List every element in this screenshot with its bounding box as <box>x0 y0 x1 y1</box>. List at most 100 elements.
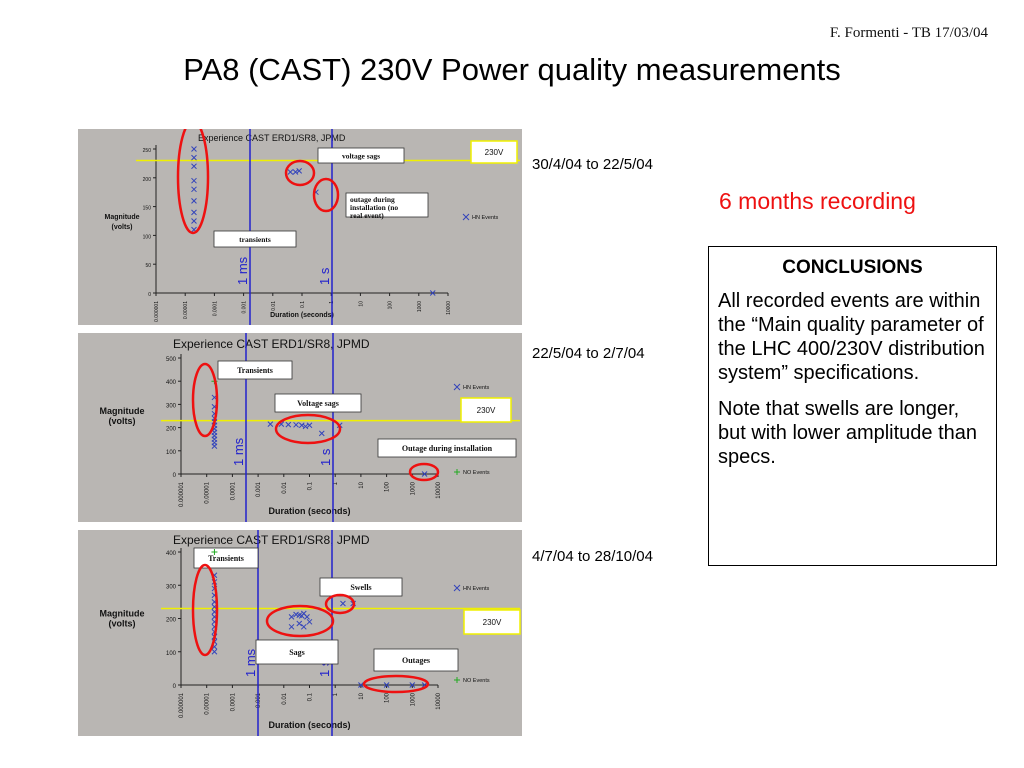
y-tick-label: 0 <box>148 292 151 298</box>
x-axis-label: Duration (seconds) <box>268 506 350 516</box>
event-label-box <box>193 547 259 569</box>
event-label-box <box>317 147 405 164</box>
reference-label: 230V <box>483 618 502 627</box>
x-tick-label: 0.000001 <box>179 481 185 507</box>
data-point <box>287 169 294 175</box>
event-label: real event) <box>350 211 384 220</box>
conclusions-paragraph-1: All recorded events are within the “Main… <box>718 290 985 384</box>
event-label-box <box>274 393 362 413</box>
y-axis-label: Magnitude <box>105 214 140 221</box>
event-label: Outages <box>402 656 430 665</box>
event-label-box <box>213 230 297 248</box>
marker-label-1s: 1 s <box>317 267 332 285</box>
data-point <box>191 186 197 193</box>
reference-label: 230V <box>485 148 504 157</box>
highlight-ellipse <box>191 563 219 657</box>
event-label-box <box>345 192 429 218</box>
y-tick-label: 200 <box>166 618 177 624</box>
data-point <box>302 423 309 430</box>
event-label: Transients <box>237 366 273 375</box>
data-point <box>293 421 299 428</box>
x-tick-label: 10000 <box>446 301 452 315</box>
x-tick-label: 0.1 <box>300 301 306 308</box>
x-tick-label: 1000 <box>417 301 423 312</box>
reference-label-box <box>463 609 521 635</box>
data-point <box>304 613 310 620</box>
event-label-box <box>377 438 517 458</box>
page-title: PA8 (CAST) 230V Power quality measuremen… <box>183 52 841 87</box>
data-point <box>429 290 436 296</box>
chart-title: Experience CAST ERD1/SR8, JPMD <box>173 337 370 351</box>
event-label: installation (no <box>350 203 398 212</box>
highlight-ellipse <box>284 159 316 187</box>
x-tick-label: 0.001 <box>242 301 248 314</box>
legend-label: NO Events <box>463 470 490 476</box>
data-point <box>191 146 197 152</box>
x-tick-label: 10000 <box>436 692 442 709</box>
x-tick-label: 0.0001 <box>212 301 218 317</box>
y-axis-label-unit: (volts) <box>109 619 136 629</box>
data-point <box>288 623 295 630</box>
event-label: Sags <box>289 648 305 657</box>
data-point <box>285 421 292 428</box>
y-tick-label: 0 <box>173 684 177 690</box>
data-point <box>306 422 313 429</box>
y-axis-label: Magnitude <box>100 609 145 619</box>
legend-marker <box>453 584 461 592</box>
y-tick-label: 300 <box>166 584 177 590</box>
x-tick-label: 0.1 <box>308 481 314 490</box>
data-point <box>300 623 307 630</box>
data-point <box>358 682 364 688</box>
x-tick-label: 0.0001 <box>230 692 236 711</box>
highlight-ellipse <box>274 413 342 445</box>
date-range-3: 4/7/04 to 28/10/04 <box>532 548 653 565</box>
x-tick-label: 10 <box>358 301 364 307</box>
legend-label: NO Events <box>463 678 490 684</box>
chart-svg-1: Experience CAST ERD1/SR8, JPMD0501001502… <box>105 129 520 325</box>
x-axis-label: Duration (seconds) <box>270 312 334 319</box>
event-label: Voltage sags <box>297 399 339 408</box>
event-label-box <box>217 360 293 380</box>
data-point-no-event <box>211 549 218 555</box>
marker-label-1ms: 1 ms <box>235 256 250 285</box>
event-label: Swells <box>350 583 371 592</box>
legend-label: HN Events <box>472 215 499 221</box>
data-point <box>191 163 197 170</box>
y-tick-label: 50 <box>145 263 151 269</box>
event-label: Transients <box>208 554 244 563</box>
marker-label-1ms: 1 ms <box>243 648 258 677</box>
conclusions-heading: CONCLUSIONS <box>782 257 923 278</box>
x-tick-label: 0.00001 <box>205 481 211 503</box>
chart-svg-2: Experience CAST ERD1/SR8, JPMD0100200300… <box>100 333 520 522</box>
legend-label: HN Events <box>463 586 490 592</box>
reference-label-box <box>470 140 518 164</box>
reference-label: 230V <box>477 406 496 415</box>
y-tick-label: 400 <box>166 551 177 557</box>
highlight-ellipse <box>191 362 219 438</box>
chart-title: Experience CAST ERD1/SR8, JPMD <box>173 533 370 547</box>
highlight-ellipse <box>324 593 356 615</box>
event-label: voltage sags <box>342 152 380 161</box>
y-tick-label: 250 <box>143 148 152 154</box>
data-point <box>191 209 197 216</box>
y-tick-label: 150 <box>143 206 152 212</box>
data-point <box>191 197 197 204</box>
conclusions-box: CONCLUSIONS All recorded events are with… <box>708 246 997 566</box>
marker-label-1s: 1 s <box>318 448 333 466</box>
x-tick-label: 10000 <box>436 481 442 498</box>
x-tick-label: 10 <box>359 692 365 699</box>
data-point <box>211 443 218 450</box>
marker-label-1ms: 1 ms <box>231 437 246 466</box>
y-axis-label-unit: (volts) <box>109 416 136 426</box>
x-tick-label: 0.000001 <box>154 301 160 322</box>
data-point <box>191 154 197 161</box>
x-tick-label: 0.00001 <box>205 692 211 714</box>
x-tick-label: 1000 <box>410 692 416 706</box>
y-axis-label-unit: (volts) <box>112 224 133 231</box>
data-point <box>409 682 416 688</box>
event-label-box <box>319 577 403 597</box>
x-tick-label: 0.00001 <box>183 301 189 319</box>
data-point <box>288 613 295 620</box>
